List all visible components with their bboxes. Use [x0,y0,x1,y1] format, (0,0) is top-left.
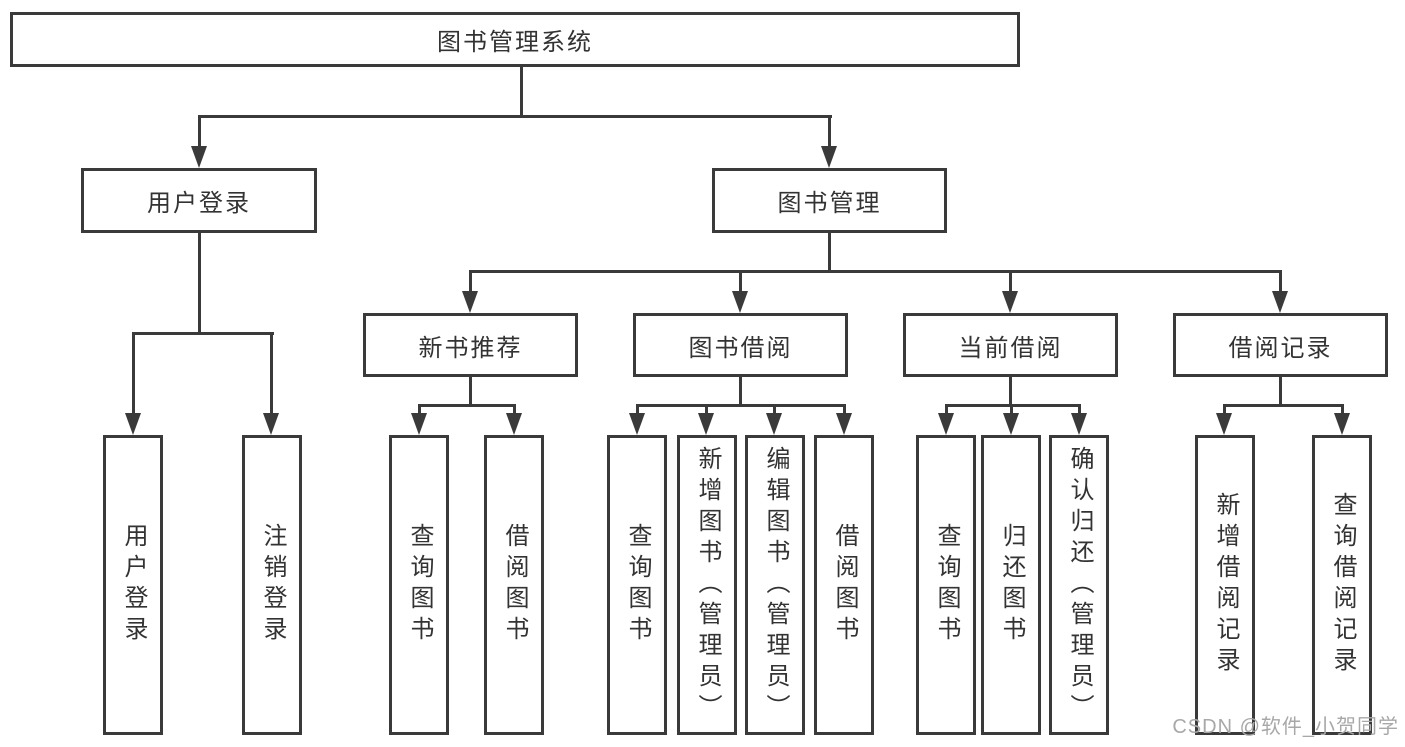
node-user-login: 用户登录 [81,168,317,233]
arrow-down-icon [938,413,954,435]
connector-stem-new-book [469,270,472,298]
arrow-down-icon [1334,413,1350,435]
arrow-down-icon [1003,413,1019,435]
connector-book-borrow-branch [636,404,846,407]
node-current-borrow: 当前借阅 [903,313,1118,377]
connector-stem-book-borrow [739,270,742,298]
connector-stem [1341,404,1344,418]
connector-stem-leaf-user-login [132,332,135,417]
leaf-edit-book-admin: 编辑图书（管理员） [745,435,805,735]
connector-stem-book-management [828,115,831,150]
connector-root-branch [198,115,832,118]
arrow-down-icon [698,413,714,435]
arrow-down-icon [1002,291,1018,313]
connector-user-login-trunk [198,231,201,335]
leaf-query-books-current: 查询图书 [916,435,976,735]
leaf-add-book-admin: 新增图书（管理员） [677,435,737,735]
leaf-logout: 注销登录 [242,435,302,735]
connector-stem [1010,404,1013,418]
connector-new-book-trunk [469,375,472,407]
leaf-return-book: 归还图书 [981,435,1041,735]
connector-borrow-records-trunk [1279,375,1282,407]
node-library-management-system: 图书管理系统 [10,12,1020,67]
connector-stem [705,404,708,418]
node-borrow-records: 借阅记录 [1173,313,1388,377]
arrow-down-icon [411,413,427,435]
leaf-query-books-recommend: 查询图书 [389,435,449,735]
leaf-user-login: 用户登录 [103,435,163,735]
leaf-query-books-borrow: 查询图书 [607,435,667,735]
arrow-down-icon [1216,413,1232,435]
leaf-add-borrow-record: 新增借阅记录 [1195,435,1255,735]
connector-book-management-branch [469,270,1282,273]
arrow-down-icon [1272,291,1288,313]
connector-stem [945,404,948,418]
arrow-down-icon [629,413,645,435]
leaf-borrow-books-recommend: 借阅图书 [484,435,544,735]
leaf-confirm-return-admin: 确认归还（管理员） [1049,435,1109,735]
connector-borrow-records-branch [1223,404,1344,407]
connector-stem-current-borrow [1009,270,1012,298]
connector-user-login-branch [132,332,274,335]
connector-stem [843,404,846,418]
connector-stem [513,404,516,418]
leaf-query-borrow-record: 查询借阅记录 [1312,435,1372,735]
node-book-management: 图书管理 [712,168,947,233]
connector-current-borrow-branch [945,404,1081,407]
arrow-down-icon [821,146,837,168]
connector-stem-user-login [198,115,201,150]
connector-stem [418,404,421,418]
arrow-down-icon [836,413,852,435]
arrow-down-icon [191,146,207,168]
connector-book-borrow-trunk [739,375,742,407]
node-new-book-recommend: 新书推荐 [363,313,578,377]
arrow-down-icon [263,413,279,435]
arrow-down-icon [506,413,522,435]
connector-stem-borrow-records [1279,270,1282,298]
arrow-down-icon [462,291,478,313]
connector-stem [1223,404,1226,418]
connector-stem [1078,404,1081,418]
connector-new-book-branch [418,404,516,407]
connector-stem [773,404,776,418]
connector-stem-leaf-logout [270,332,273,417]
node-book-borrow: 图书借阅 [633,313,848,377]
arrow-down-icon [732,291,748,313]
arrow-down-icon [1071,413,1087,435]
arrow-down-icon [766,413,782,435]
csdn-watermark: CSDN @软件_小贺同学 [1172,716,1399,738]
connector-book-management-trunk [828,231,831,273]
arrow-down-icon [125,413,141,435]
leaf-borrow-books: 借阅图书 [814,435,874,735]
connector-root-trunk [520,65,523,118]
connector-stem [636,404,639,418]
connector-current-borrow-trunk [1009,375,1012,407]
